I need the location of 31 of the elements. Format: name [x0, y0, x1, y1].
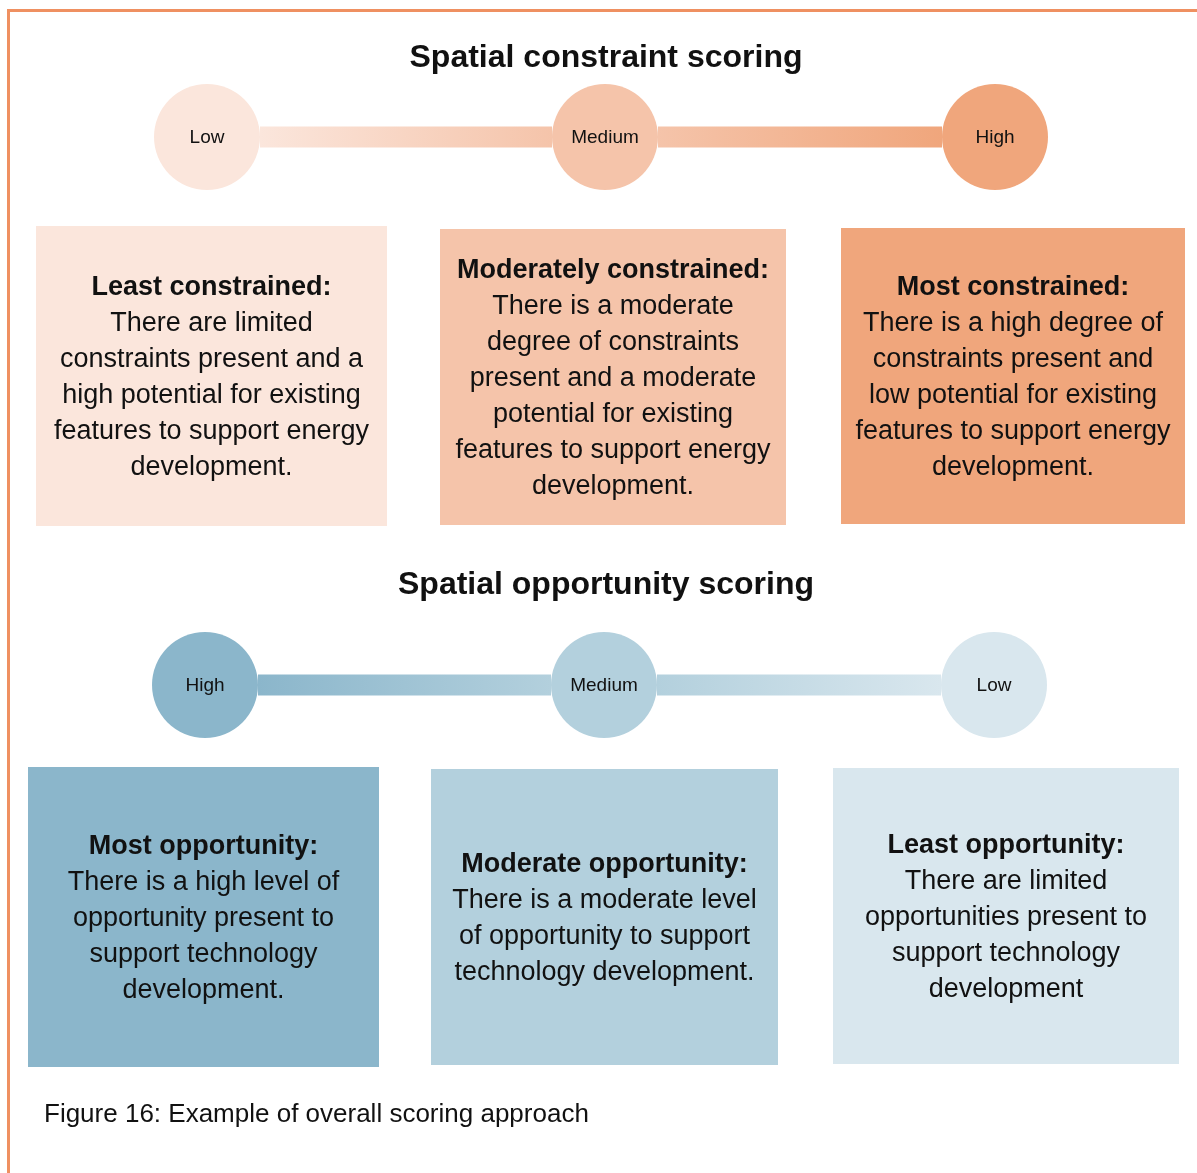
- box-heading: Least opportunity:: [887, 828, 1125, 861]
- description-box: [833, 768, 1179, 1064]
- gradient-connector-bar: [258, 674, 551, 696]
- description-box: [28, 767, 379, 1067]
- level-label: Medium: [570, 674, 638, 696]
- description-box: [36, 226, 387, 526]
- box-heading: Most opportunity:: [88, 829, 319, 862]
- gradient-connector-bar: [658, 126, 942, 148]
- level-label: High: [975, 126, 1015, 148]
- level-label: High: [185, 674, 225, 696]
- section-heading: Spatial opportunity scoring: [397, 565, 815, 602]
- description-text: There is a moderate degree of constraints present and a moderate potential for existing features to support energy development.: [454, 289, 772, 502]
- gradient-connector-bar: [657, 674, 941, 696]
- box-heading: Moderate opportunity:: [461, 847, 748, 880]
- box-heading: Moderately constrained:: [456, 253, 770, 286]
- diagram-title: Spatial constraint scoring: [408, 38, 804, 75]
- level-label: Medium: [571, 126, 639, 148]
- figure-caption: Figure 16: Example of overall scoring approach: [44, 1098, 589, 1129]
- description-box: [841, 228, 1185, 524]
- description-box: [431, 769, 778, 1065]
- box-heading: Least constrained:: [91, 270, 332, 303]
- level-label: Low: [976, 674, 1012, 696]
- level-label: Low: [189, 126, 225, 148]
- description-box: [440, 229, 786, 525]
- description-text: There are limited opportunities present to support technology development: [863, 864, 1149, 1005]
- description-text: There is a high level of opportunity present to support technology development.: [66, 865, 341, 1006]
- description-text: There are limited constraints present and a high potential for existing features to support energy development.: [52, 306, 371, 483]
- description-text: There is a moderate level of opportunity to support technology development.: [451, 883, 758, 988]
- box-heading: Most constrained:: [896, 270, 1130, 303]
- gradient-connector-bar: [260, 126, 552, 148]
- description-text: There is a high degree of constraints present and low potential for existing features to support energy development.: [854, 306, 1172, 483]
